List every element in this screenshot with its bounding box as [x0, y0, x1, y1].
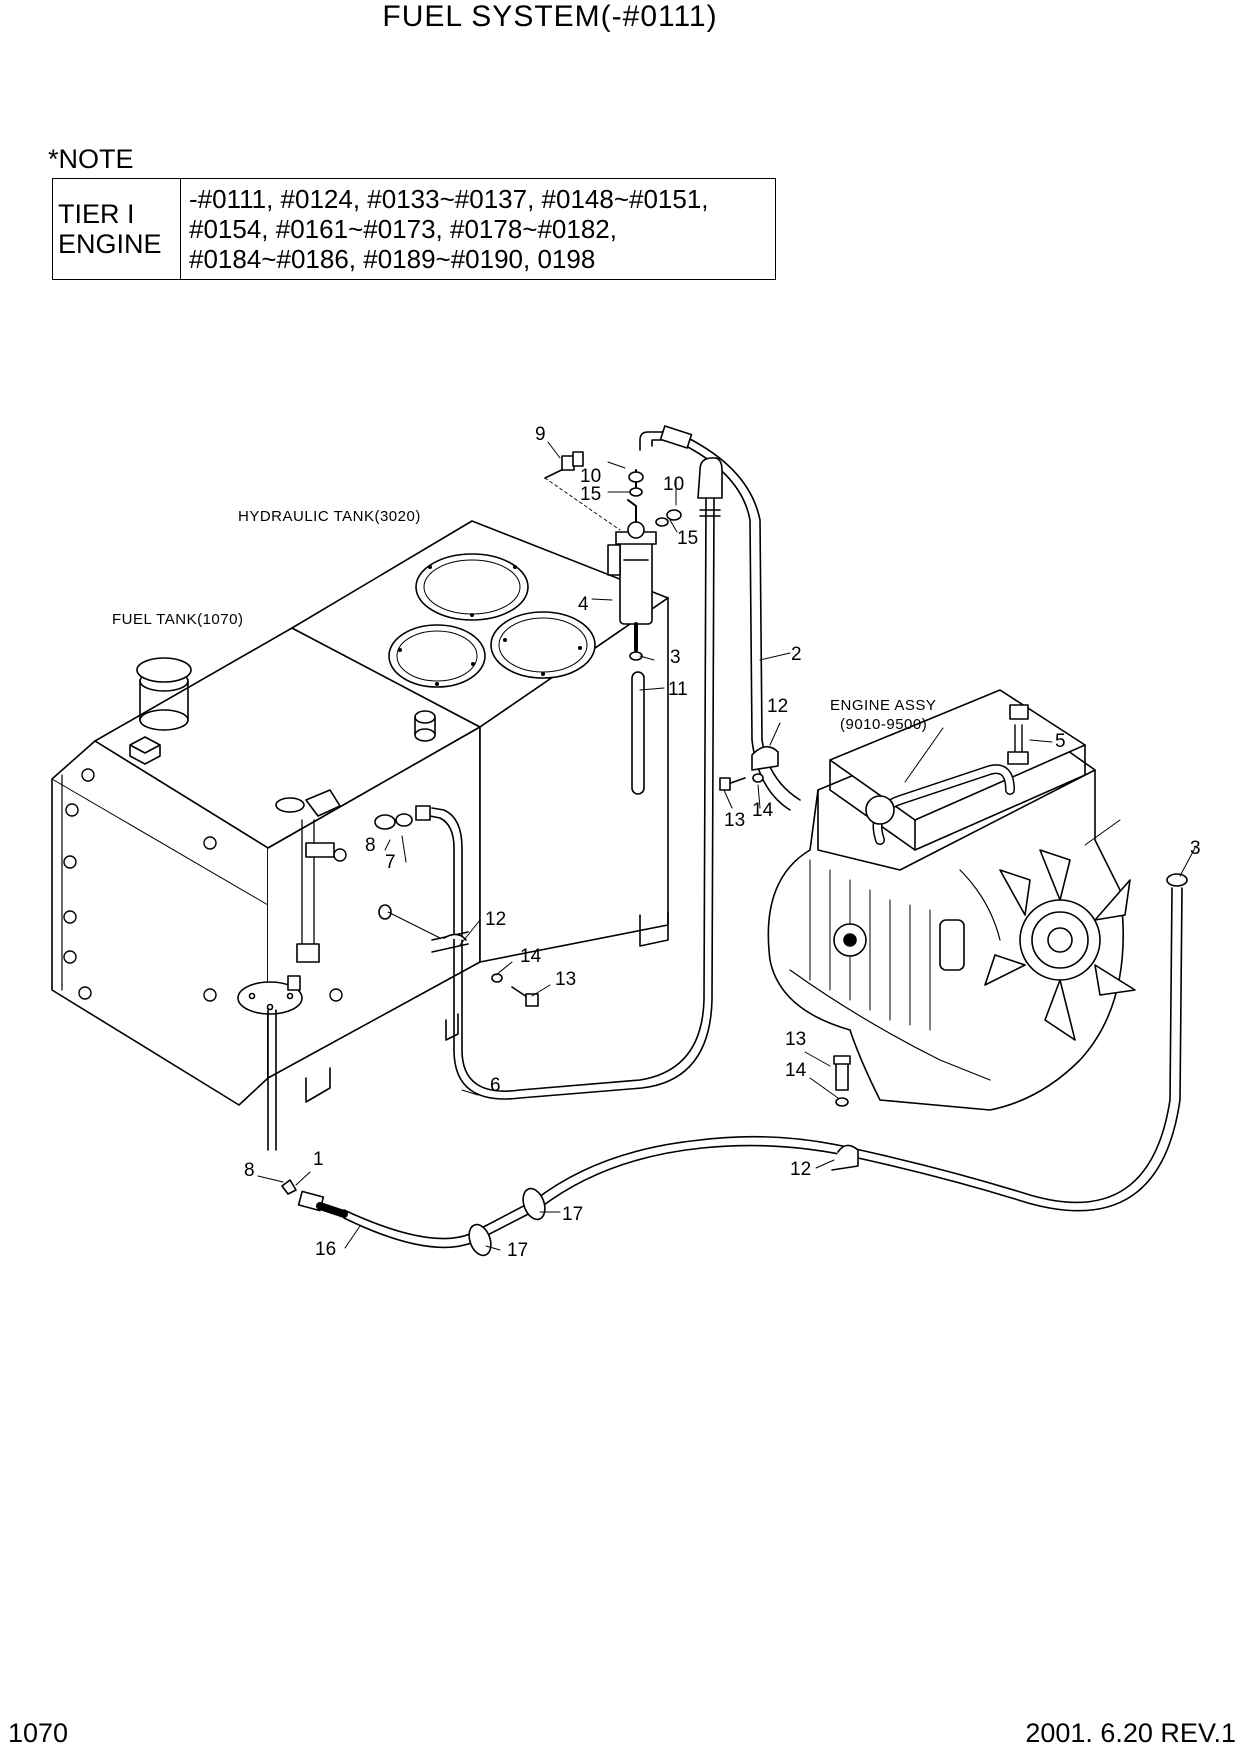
callout-7: 7 [385, 852, 396, 873]
fuel-filter [544, 451, 682, 795]
callout-3: 3 [1190, 838, 1201, 859]
note-engine-line: TIER I [58, 199, 135, 229]
callout-2: 2 [791, 644, 802, 665]
callout-10: 10 [663, 474, 684, 495]
callout-14: 14 [752, 800, 774, 821]
callout-13: 13 [724, 810, 745, 831]
hydraulic-tank [291, 520, 669, 963]
note-heading: *NOTE [48, 144, 134, 174]
callout-5: 5 [1055, 731, 1066, 752]
callout-13: 13 [555, 969, 576, 990]
engine-assy-code: (9010-9500) [840, 716, 927, 733]
page-number: 1070 [8, 1718, 69, 1748]
callout-16: 16 [315, 1239, 336, 1260]
callout-15: 15 [677, 528, 698, 549]
callout-12: 12 [790, 1159, 811, 1180]
callout-4: 4 [578, 594, 589, 615]
callout-14: 14 [785, 1060, 807, 1081]
callout-15: 15 [580, 484, 601, 505]
note-table: TIER I ENGINE -#0111, #0124, #0133~#0137… [52, 178, 776, 280]
callout-8: 8 [365, 835, 376, 856]
leader-lines [257, 441, 1196, 1251]
note-serial-line: -#0111, #0124, #0133~#0137, #0148~#0151, [189, 184, 709, 214]
callout-6: 6 [490, 1075, 501, 1096]
note-engine-cell: TIER I ENGINE [52, 178, 181, 280]
fuel-tank-label: FUEL TANK(1070) [112, 611, 243, 628]
callout-17: 17 [562, 1204, 583, 1225]
callout-17: 17 [507, 1240, 528, 1261]
note-engine-line: ENGINE [58, 229, 162, 259]
supply-line [281, 873, 1188, 1257]
callout-8: 8 [244, 1160, 255, 1181]
engine-assy-label: ENGINE ASSY [830, 697, 936, 714]
callout-3: 3 [670, 647, 681, 668]
revision-date: 2001. 6.20 REV.1 [1025, 1718, 1236, 1748]
fuel-tank [51, 627, 481, 1151]
callout-12: 12 [767, 696, 788, 717]
engine-assy [719, 689, 1136, 1111]
hydraulic-tank-label: HYDRAULIC TANK(3020) [238, 508, 421, 525]
note-serial-line: #0154, #0161~#0173, #0178~#0182, [189, 214, 617, 244]
callout-10: 10 [580, 466, 601, 487]
note-serials-cell: -#0111, #0124, #0133~#0137, #0148~#0151,… [180, 178, 776, 280]
callout-9: 9 [535, 424, 546, 445]
page-title: FUEL SYSTEM(-#0111) [382, 0, 718, 33]
engine-fan [984, 849, 1136, 1041]
callout-14: 14 [520, 946, 542, 967]
callout-12: 12 [485, 909, 506, 930]
callout-11: 11 [668, 679, 688, 700]
hose-2 [639, 425, 801, 811]
note-serial-line: #0184~#0186, #0189~#0190, 0198 [189, 244, 596, 274]
callout-13: 13 [785, 1029, 806, 1050]
callout-1: 1 [313, 1149, 324, 1170]
